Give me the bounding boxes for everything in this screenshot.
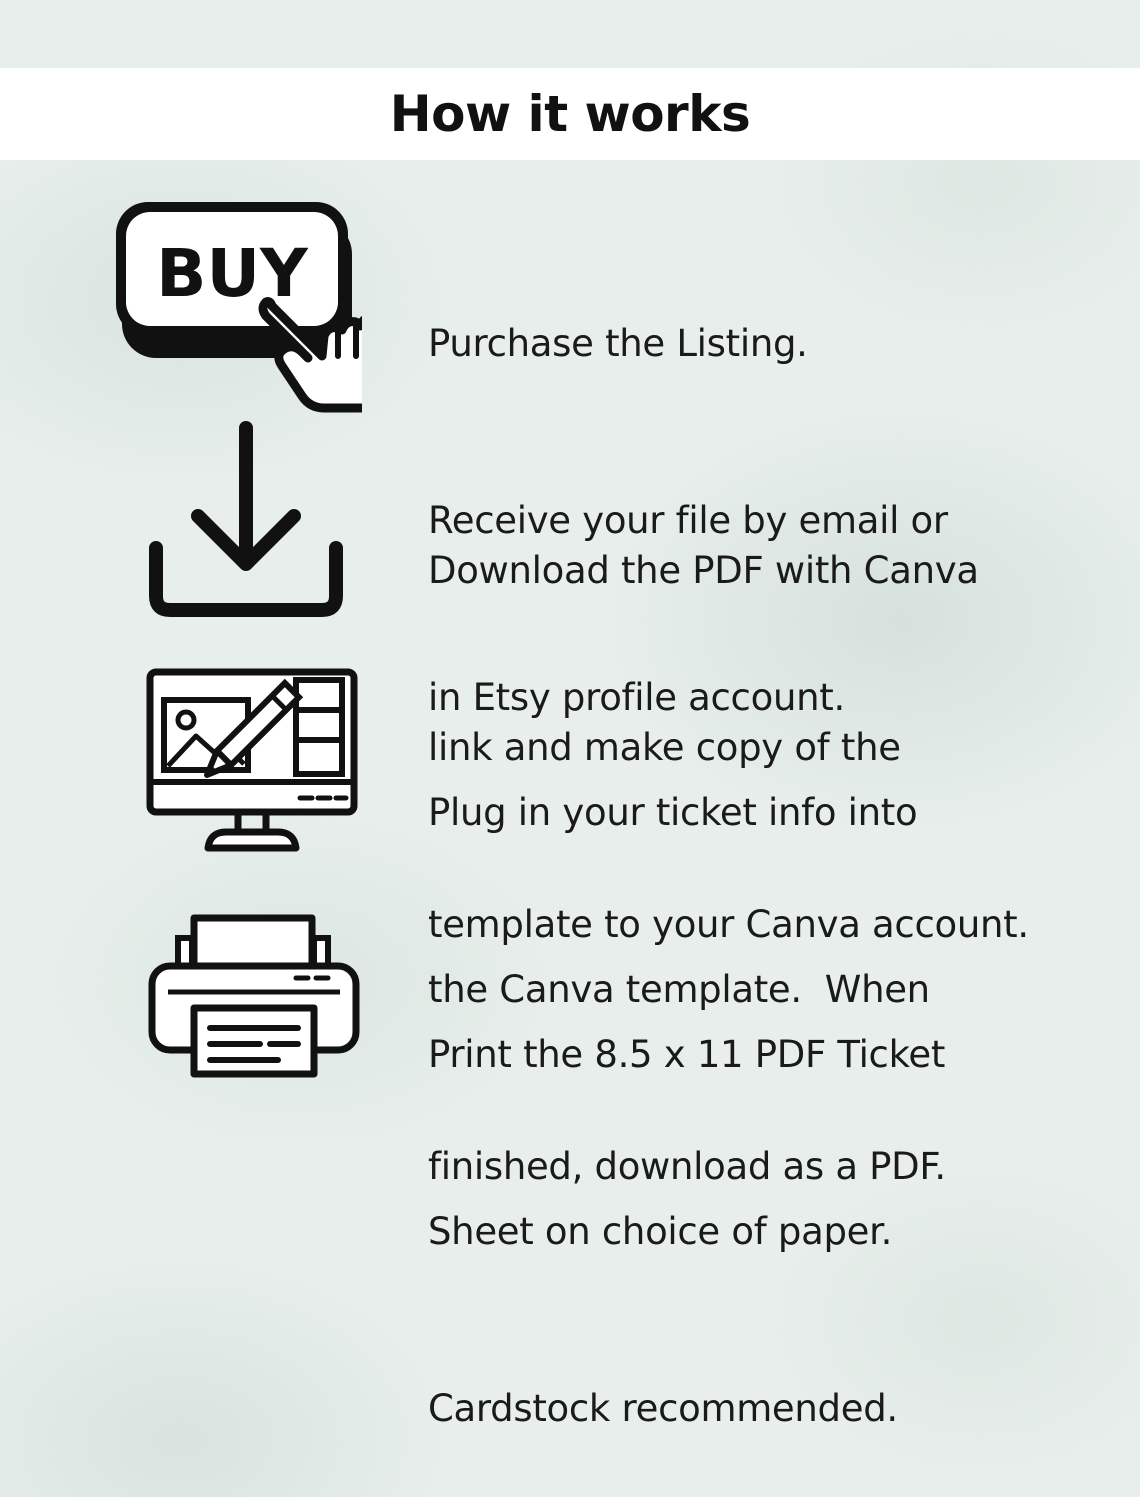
step-3-line-1: Plug in your ticket info into: [428, 791, 918, 834]
page-title: How it works: [389, 85, 751, 143]
step-1-line-1: Purchase the Listing.: [428, 322, 808, 365]
buy-button-hand-icon: BUY: [112, 198, 362, 413]
header-banner: How it works: [0, 68, 1140, 160]
step-2-line-2: link and make copy of the: [428, 726, 901, 769]
step-3-line-2: the Canva template. When: [428, 968, 930, 1011]
buy-label: BUY: [156, 235, 309, 312]
step-4-line-2: Sheet on choice of paper.: [428, 1210, 893, 1253]
monitor-edit-icon: [146, 668, 358, 856]
step-1-line-2: Receive your file by email or: [428, 499, 948, 542]
printer-icon: [148, 912, 360, 1080]
step-1-line-3: in Etsy profile account.: [428, 676, 845, 719]
download-icon: [146, 420, 346, 618]
step-2-text: Download the PDF with Canva link and mak…: [428, 423, 1128, 1013]
step-4-line-3: Cardstock recommended.: [428, 1387, 898, 1430]
step-4-text: Print the 8.5 x 11 PDF Ticket Sheet on c…: [428, 907, 1128, 1497]
step-4-line-1: Print the 8.5 x 11 PDF Ticket: [428, 1033, 946, 1076]
step-2-line-3: template to your Canva account.: [428, 903, 1029, 946]
step-1-text: Purchase the Listing. Receive your file …: [428, 196, 1128, 786]
step-2-line-1: Download the PDF with Canva: [428, 549, 979, 592]
